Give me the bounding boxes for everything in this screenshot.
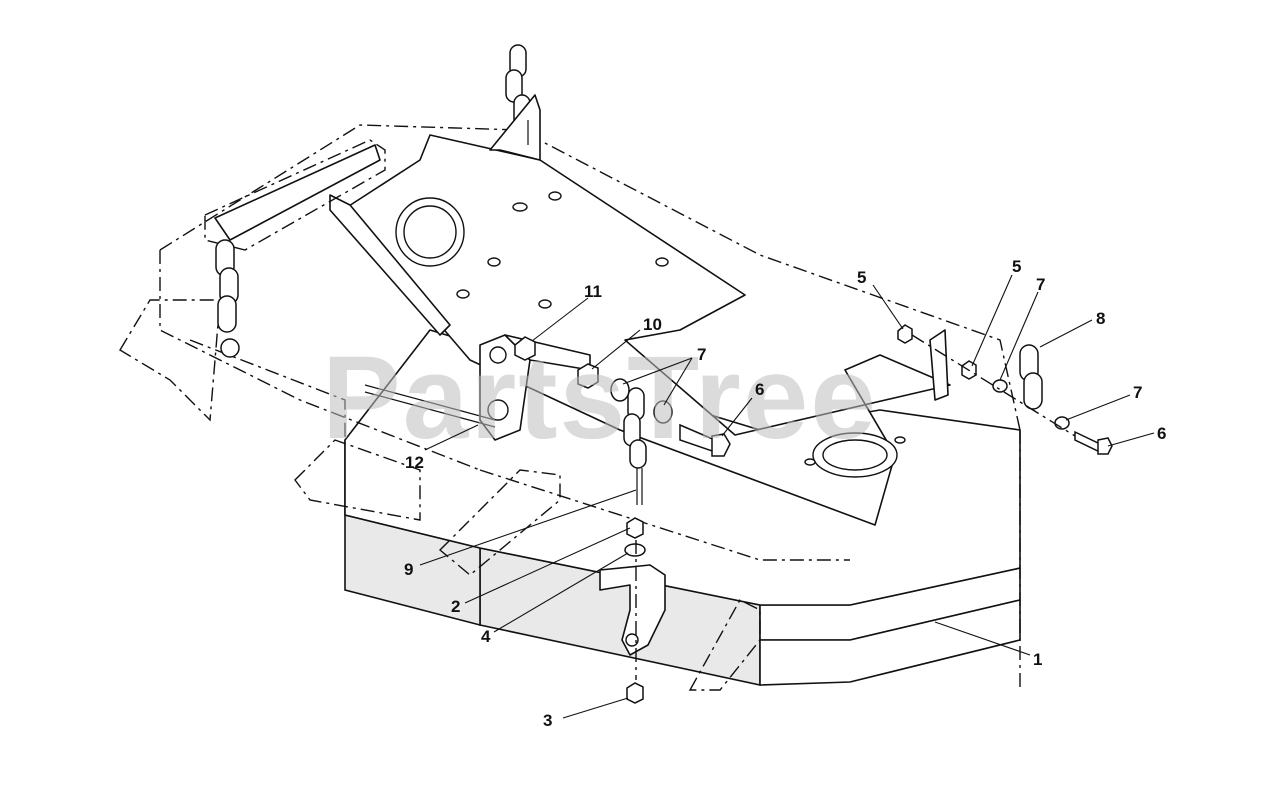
- callout-3: 3: [543, 711, 552, 730]
- nut-part-5-a: [897, 324, 913, 344]
- deck-mounting-plate: [329, 134, 951, 526]
- callout-5b: 5: [1012, 257, 1021, 276]
- nut-part-11: [514, 336, 536, 361]
- washer-part-4: [624, 543, 646, 557]
- nut-part-2: [626, 517, 644, 539]
- callout-9: 9: [404, 560, 413, 579]
- left-hanger-bracket: [119, 139, 386, 440]
- left-chain: [215, 239, 240, 358]
- washer-part-7-c: [992, 379, 1008, 393]
- lift-arm: [599, 564, 666, 656]
- callout-labels: 1 2 3 4 5 5 6 6 7 7 7 8 9 10 11 12: [404, 257, 1166, 730]
- washer-part-7-b: [653, 400, 673, 424]
- callout-12: 12: [405, 453, 424, 472]
- callout-7b: 7: [1036, 275, 1045, 294]
- callout-4: 4: [481, 627, 491, 646]
- callout-10: 10: [643, 315, 662, 334]
- front-pivot-bracket: [294, 334, 761, 691]
- washer-part-7-d: [1054, 416, 1070, 430]
- callout-2: 2: [451, 597, 460, 616]
- bolt-part-6-right: [1074, 430, 1113, 455]
- bolt-part-6-center: [679, 423, 731, 457]
- callout-7c: 7: [1133, 383, 1142, 402]
- callout-6a: 6: [755, 380, 764, 399]
- callout-11: 11: [584, 282, 602, 301]
- callout-8: 8: [1096, 309, 1105, 328]
- leader-lines: [419, 274, 1155, 719]
- partstree-watermark: PartsTree: [322, 332, 878, 464]
- top-chain: [489, 44, 541, 161]
- callout-7a: 7: [697, 345, 706, 364]
- center-hardware: [514, 336, 731, 704]
- callout-6b: 6: [1157, 424, 1166, 443]
- center-chain-eyebolt: [623, 387, 647, 505]
- nut-part-3: [626, 682, 644, 704]
- callout-1: 1: [1033, 650, 1042, 669]
- callout-5a: 5: [857, 268, 866, 287]
- washer-part-7-a: [610, 378, 630, 402]
- nut-part-10: [577, 363, 599, 389]
- chain-part-8: [1019, 344, 1043, 410]
